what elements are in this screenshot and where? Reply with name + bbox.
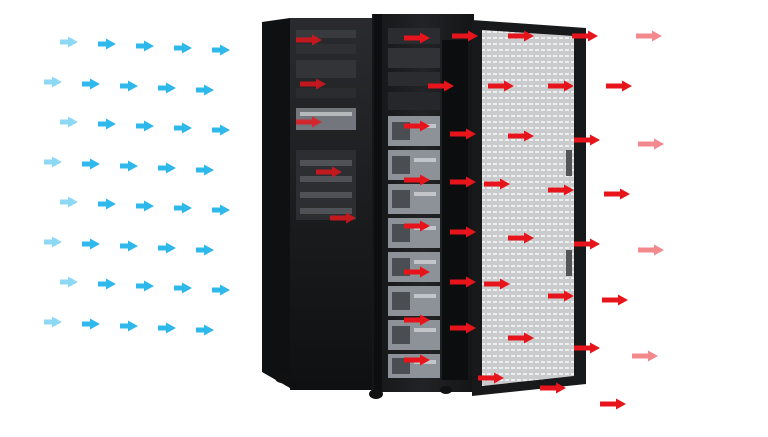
arrow-right-icon — [44, 316, 62, 328]
arrow-right-icon — [60, 116, 78, 128]
arrow-right-icon — [212, 124, 230, 136]
arrow-right-icon — [44, 156, 62, 168]
side-equipment — [296, 30, 356, 220]
arrow-right-icon — [484, 278, 510, 290]
arrow-right-icon — [196, 244, 214, 256]
arrow-right-icon — [98, 38, 116, 50]
arrow-right-icon — [158, 162, 176, 174]
arrow-right-icon — [196, 164, 214, 176]
arrow-right-icon — [212, 44, 230, 56]
arrow-right-icon — [82, 318, 100, 330]
server-stack — [388, 28, 440, 378]
arrow-right-icon — [158, 82, 176, 94]
arrow-right-icon — [574, 238, 600, 250]
arrow-right-icon — [450, 128, 476, 140]
arrow-right-icon — [120, 240, 138, 252]
arrow-right-icon — [600, 398, 626, 410]
arrow-right-icon — [136, 120, 154, 132]
arrow-right-icon — [404, 314, 430, 326]
cool-air-arrows — [44, 36, 230, 336]
arrow-right-icon — [574, 342, 600, 354]
door-mesh-panel — [482, 30, 574, 386]
arrow-right-icon — [98, 198, 116, 210]
arrow-right-icon — [60, 276, 78, 288]
arrow-right-icon — [508, 30, 534, 42]
arrow-right-icon — [478, 372, 504, 384]
arrow-right-icon — [548, 184, 574, 196]
arrow-right-icon — [428, 80, 454, 92]
arrow-right-icon — [404, 220, 430, 232]
arrow-right-icon — [404, 32, 430, 44]
arrow-right-icon — [60, 36, 78, 48]
arrow-right-icon — [174, 42, 192, 54]
arrow-right-icon — [120, 320, 138, 332]
arrow-right-icon — [300, 78, 326, 90]
arrow-right-icon — [136, 280, 154, 292]
arrow-right-icon — [82, 238, 100, 250]
arrow-right-icon — [632, 350, 658, 362]
arrow-right-icon — [404, 266, 430, 278]
arrow-right-icon — [44, 76, 62, 88]
arrow-right-icon — [330, 212, 356, 224]
arrow-right-icon — [540, 382, 566, 394]
arrow-right-icon — [602, 294, 628, 306]
arrow-right-icon — [548, 80, 574, 92]
arrow-right-icon — [60, 196, 78, 208]
arrow-right-icon — [508, 232, 534, 244]
arrow-right-icon — [120, 80, 138, 92]
arrow-right-icon — [98, 278, 116, 290]
arrow-right-icon — [82, 158, 100, 170]
arrow-right-icon — [136, 40, 154, 52]
arrow-right-icon — [120, 160, 138, 172]
arrow-right-icon — [196, 84, 214, 96]
hot-air-arrows — [296, 30, 664, 410]
arrow-right-icon — [136, 200, 154, 212]
arrow-right-icon — [450, 322, 476, 334]
arrow-right-icon — [484, 178, 510, 190]
arrow-right-icon — [212, 284, 230, 296]
cabinet-left-panel — [262, 18, 290, 388]
arrow-right-icon — [572, 30, 598, 42]
arrow-right-icon — [296, 34, 322, 46]
arrow-right-icon — [404, 120, 430, 132]
arrow-right-icon — [158, 322, 176, 334]
arrow-right-icon — [450, 226, 476, 238]
arrow-right-icon — [450, 176, 476, 188]
arrow-right-icon — [296, 116, 322, 128]
arrow-right-icon — [574, 134, 600, 146]
door-handle — [566, 250, 572, 276]
arrow-right-icon — [174, 202, 192, 214]
arrow-right-icon — [638, 244, 664, 256]
cabinet-foot — [440, 386, 452, 394]
arrow-right-icon — [604, 188, 630, 200]
arrow-right-icon — [508, 332, 534, 344]
arrow-right-icon — [452, 30, 478, 42]
arrow-right-icon — [404, 354, 430, 366]
arrow-right-icon — [44, 236, 62, 248]
arrow-right-icon — [174, 282, 192, 294]
arrow-right-icon — [404, 174, 430, 186]
arrow-right-icon — [98, 118, 116, 130]
arrow-right-icon — [606, 80, 632, 92]
arrow-right-icon — [450, 276, 476, 288]
arrow-right-icon — [316, 166, 342, 178]
arrow-right-icon — [212, 204, 230, 216]
arrow-right-icon — [196, 324, 214, 336]
cabinet-foot — [369, 389, 383, 399]
cabinet-foot — [275, 373, 289, 383]
arrow-right-icon — [488, 80, 514, 92]
arrow-right-icon — [636, 30, 662, 42]
arrow-right-icon — [638, 138, 664, 150]
arrow-right-icon — [158, 242, 176, 254]
door-handle — [566, 150, 572, 176]
arrow-right-icon — [508, 130, 534, 142]
arrow-right-icon — [174, 122, 192, 134]
arrow-right-icon — [548, 290, 574, 302]
server-cabinet — [262, 14, 474, 399]
arrow-right-icon — [82, 78, 100, 90]
